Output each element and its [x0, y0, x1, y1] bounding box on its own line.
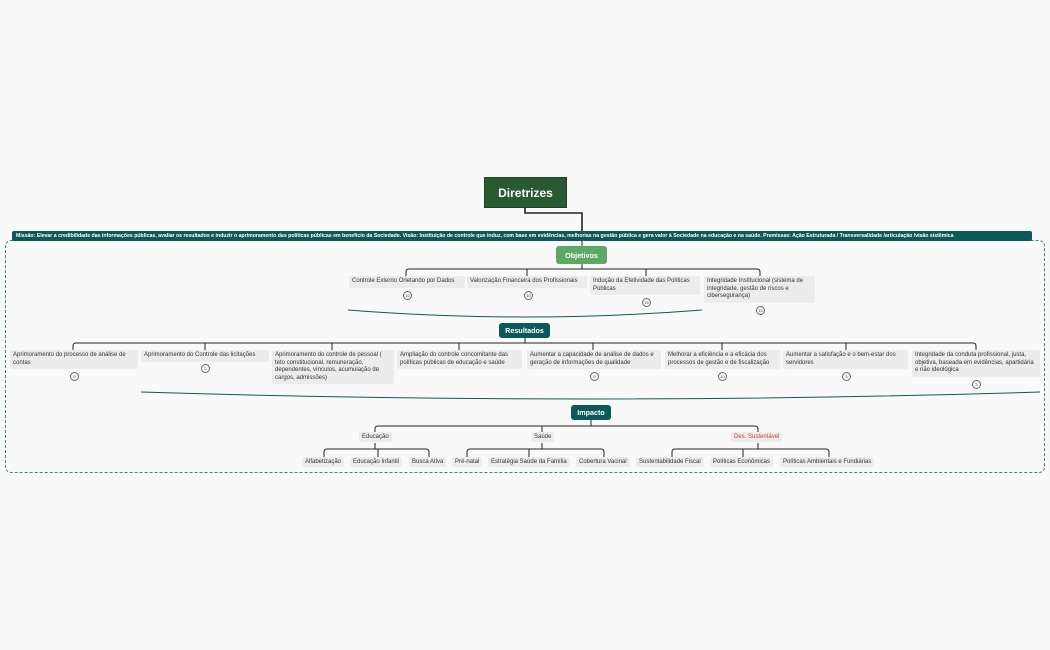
topic-count-badge[interactable]: 10 [403, 291, 412, 300]
topic-count-badge[interactable]: 15 [756, 306, 765, 315]
topic-count-badge[interactable]: 10 [718, 372, 727, 381]
node-label: Melhorar a eficiência e a eficácia dos p… [668, 352, 770, 366]
impacto-leaf-busca-ativa[interactable]: Busca Ativa [409, 457, 447, 467]
node-label: Aprimoramento do controle de pessoal ( t… [275, 352, 382, 381]
objetivo-node[interactable]: Valorização Financeira dos Profissionais [467, 276, 587, 288]
objetivo-node[interactable]: Indução da Efetividade das Políticas Púb… [590, 276, 700, 295]
topic-count-badge[interactable]: 2 [201, 364, 210, 373]
resultado-node[interactable]: Ampliação do controle concomitante das p… [397, 350, 522, 369]
resultado-node[interactable]: Melhorar a eficiência e a eficácia dos p… [665, 350, 780, 369]
resultado-node[interactable]: Integridade da conduta profissional, jus… [912, 350, 1040, 377]
node-label: Aumentar a satisfação e o bem-estar dos … [786, 352, 896, 366]
node-label: Valorização Financeira dos Profissionais [470, 278, 578, 284]
impacto-leaf-politicas-ambientais[interactable]: Políticas Ambientais e Fundiárias [780, 457, 875, 467]
impacto-leaf-pre-natal[interactable]: Pré-natal [452, 457, 483, 467]
impacto-topic[interactable]: Impacto [571, 405, 611, 420]
objetivos-topic[interactable]: Objetivos [556, 246, 607, 264]
node-label: Indução da Efetividade das Políticas Púb… [593, 278, 690, 292]
node-label: Aprimoramento do Controle das licitações [144, 352, 256, 358]
node-label: Ampliação do controle concomitante das p… [400, 352, 509, 366]
impacto-leaf-politicas-economicas[interactable]: Políticas Econômicas [710, 457, 774, 467]
impacto-group-des-sustentavel[interactable]: Des. Sustentável [731, 432, 783, 442]
resultado-node[interactable]: Aumentar a capacidade de análise de dado… [527, 350, 661, 369]
impacto-leaf-estrategia-saude-familia[interactable]: Estratégia Saúde da Família [488, 457, 570, 467]
objetivo-node[interactable]: Integridade Institucional (sistema de in… [704, 276, 815, 303]
impacto-group-saude[interactable]: Saúde [531, 432, 555, 442]
topic-count-badge[interactable]: 15 [642, 298, 651, 307]
impacto-group-educacao[interactable]: Educação [359, 432, 392, 442]
impacto-leaf-sustentabilidade-fiscal[interactable]: Sustentabilidade Fiscal [636, 457, 704, 467]
node-label: Integridade Institucional (sistema de in… [707, 278, 804, 299]
node-label: Integridade da conduta profissional, jus… [915, 352, 1034, 373]
resultado-node[interactable]: Aumentar a satisfação e o bem-estar dos … [783, 350, 908, 369]
resultado-node[interactable]: Aprimoramento do Controle das licitações [141, 350, 269, 362]
resultado-node[interactable]: Aprimoramento do controle de pessoal ( t… [272, 350, 394, 384]
node-label: Controle Externo Orietando por Dados [352, 278, 455, 284]
impacto-leaf-educacao-infantil[interactable]: Educação Infantil [350, 457, 403, 467]
objetivo-node[interactable]: Controle Externo Orietando por Dados [349, 276, 465, 288]
topic-count-badge[interactable]: 3 [972, 380, 981, 389]
impacto-leaf-cobertura-vacinal[interactable]: Cobertura Vacinal [576, 457, 630, 467]
impacto-leaf-alfabetizacao[interactable]: Alfabetização [302, 457, 345, 467]
topic-count-badge[interactable]: 3 [842, 372, 851, 381]
mission-banner[interactable]: Missão: Elevar a credibilidade das infor… [12, 231, 1032, 241]
topic-count-badge[interactable]: 5 [70, 372, 79, 381]
resultados-topic[interactable]: Resultados [499, 323, 550, 338]
root-topic[interactable]: Diretrizes [484, 177, 567, 208]
topic-count-badge[interactable]: 5 [590, 372, 599, 381]
resultado-node[interactable]: Aprimoramento do processo de análise de … [10, 350, 138, 369]
node-label: Aprimoramento do processo de análise de … [13, 352, 126, 366]
node-label: Aumentar a capacidade de análise de dado… [530, 352, 654, 366]
topic-count-badge[interactable]: 10 [524, 291, 533, 300]
